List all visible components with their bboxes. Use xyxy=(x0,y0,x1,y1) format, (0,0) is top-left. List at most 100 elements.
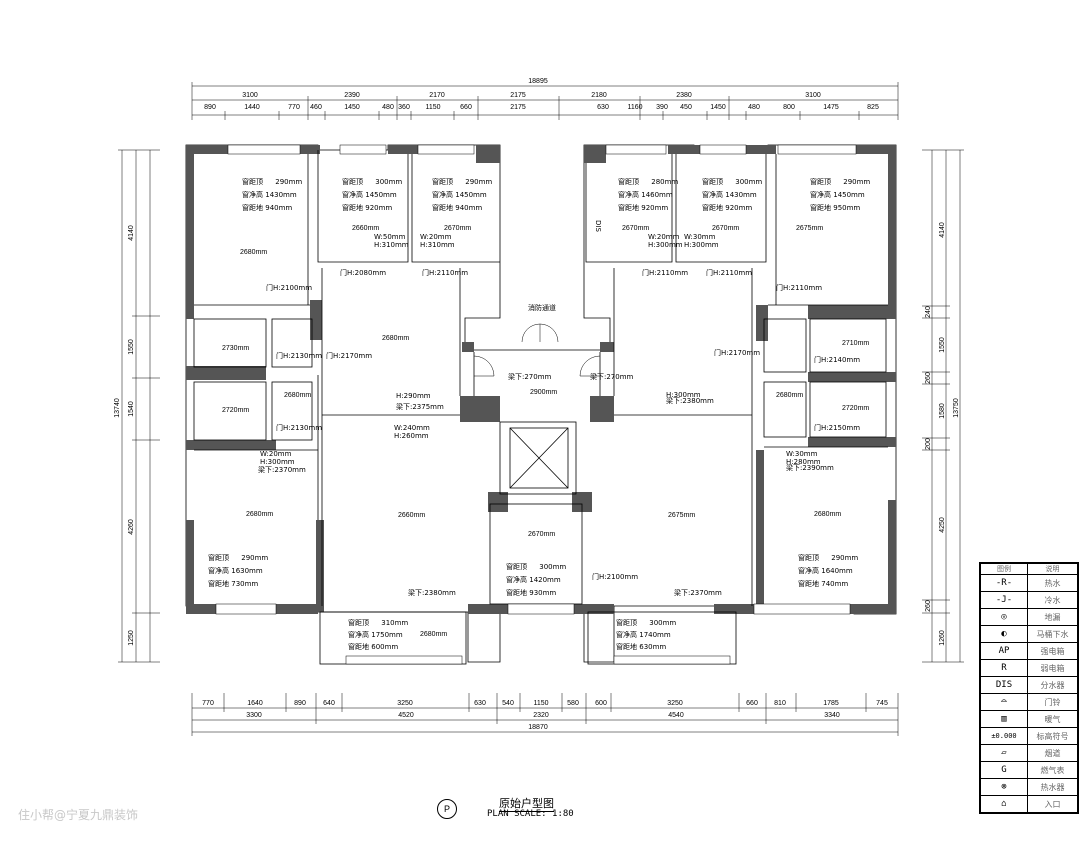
svg-text:窗净高 1450mm: 窗净高 1450mm xyxy=(810,190,865,199)
legend-text: 热水 xyxy=(1027,574,1078,592)
watermark: 住小帮@宁夏九鼎装饰 xyxy=(18,808,139,822)
gas-meter-icon: G xyxy=(980,761,1028,779)
legend-row: -R-热水 xyxy=(980,574,1078,592)
dim-bottom-inner: 3250 xyxy=(667,700,683,707)
ceiling-height: 2670mm xyxy=(528,531,555,538)
legend-row: ⌓门铃 xyxy=(980,693,1078,711)
svg-text:窗距顶 300mm: 窗距顶 300mm xyxy=(506,562,566,571)
svg-text:窗净高 1430mm: 窗净高 1430mm xyxy=(702,190,757,199)
beam-height: 梁下:270mm xyxy=(508,372,552,381)
dim-right: 1550 xyxy=(939,337,946,353)
window-notes: 窗距顶 290mm 窗净高 1430mm 窗距地 940mm 窗距顶 300mm… xyxy=(208,177,870,651)
ceiling-height: 2675mm xyxy=(796,225,823,232)
dim-bottom-inner: 1640 xyxy=(247,700,263,707)
drawing-marker: P xyxy=(437,799,457,819)
window-note-h: 窗距顶 310mm 窗净高 1750mm 窗距地 600mm xyxy=(348,618,408,651)
ceiling-height: 2670mm xyxy=(622,225,649,232)
svg-text:窗距顶 310mm: 窗距顶 310mm xyxy=(348,618,408,627)
dim-top-inner: 480 xyxy=(748,104,760,111)
dim-right: 1580 xyxy=(939,403,946,419)
dim-bottom-inner: 1785 xyxy=(823,700,839,707)
window-note-d: 窗距顶 280mm 窗净高 1460mm 窗距地 920mm xyxy=(618,177,678,212)
ceiling-height: 2720mm xyxy=(842,405,869,412)
dim-bottom-inner: 770 xyxy=(202,700,214,707)
svg-text:窗净高 1450mm: 窗净高 1450mm xyxy=(432,190,487,199)
manifold-icon: DIS xyxy=(980,676,1028,694)
dim-bottom-inner: 600 xyxy=(595,700,607,707)
radiator-icon: ▥ xyxy=(980,710,1028,728)
beam-height: 梁下:2370mm xyxy=(674,588,722,597)
window-note-g: 窗距顶 290mm 窗净高 1630mm 窗距地 730mm xyxy=(208,553,268,588)
dim-bottom-inner: 3250 xyxy=(397,700,413,707)
ceiling-heights: 2680mm 2660mm 2670mm 2680mm 2730mm 2720m… xyxy=(222,225,869,638)
dim-top-inner: 1160 xyxy=(627,104,642,111)
dim-top-inner: 390 xyxy=(656,104,668,111)
dim-top-mid: 3100 xyxy=(805,92,821,99)
ceiling-height: 2900mm xyxy=(530,389,557,396)
dim-right: 260 xyxy=(925,372,932,384)
door-height: 门H:2150mm xyxy=(814,423,860,432)
dim-top-inner: 460 xyxy=(310,104,322,111)
beam-wh: W:20mm xyxy=(420,233,452,241)
dim-bottom-inner: 810 xyxy=(774,700,786,707)
svg-text:窗净高 1430mm: 窗净高 1430mm xyxy=(242,190,297,199)
legend-text: 热水器 xyxy=(1027,778,1078,796)
dim-right: 240 xyxy=(925,306,932,318)
beam-wh: H:290mm xyxy=(396,392,431,400)
beam-height: 梁下:2370mm xyxy=(258,465,306,474)
legend-row: ▱烟道 xyxy=(980,744,1078,762)
svg-text:窗距地 930mm: 窗距地 930mm xyxy=(506,588,556,597)
beam-wh: H:300mm xyxy=(260,458,295,466)
legend-row: ◐马桶下水 xyxy=(980,625,1078,643)
svg-text:窗距地 920mm: 窗距地 920mm xyxy=(702,203,752,212)
door-height: 门H:2170mm xyxy=(714,348,760,357)
dim-left: 1540 xyxy=(128,401,135,417)
svg-text:窗净高 1740mm: 窗净高 1740mm xyxy=(616,630,671,639)
dim-bottom-inner: 890 xyxy=(294,700,306,707)
window-note-k: 窗距顶 290mm 窗净高 1640mm 窗距地 740mm xyxy=(798,553,858,588)
floor-drain-icon: ◎ xyxy=(980,608,1028,626)
beam-wh: H:310mm xyxy=(374,241,409,249)
dim-top-inner: 360 xyxy=(398,104,410,111)
right-dimensions: 13750 4140 240 1550 260 1580 200 4250 26… xyxy=(922,149,964,663)
beam-wh: W:50mm xyxy=(374,233,406,241)
dim-bottom-mid: 3340 xyxy=(824,712,840,719)
door-height: 门H:2110mm xyxy=(776,283,822,292)
beam-wh: H:300mm xyxy=(648,241,683,249)
door-height: 门H:2100mm xyxy=(592,572,638,581)
ceiling-height: 2710mm xyxy=(842,340,869,347)
ceiling-height: 2680mm xyxy=(420,631,447,638)
dim-bottom-inner: 580 xyxy=(567,700,579,707)
legend-header-symbol: 图例 xyxy=(980,563,1028,575)
legend-text: 暖气 xyxy=(1027,710,1078,728)
dim-top-inner: 1475 xyxy=(823,104,839,111)
legend-text: 门铃 xyxy=(1027,693,1078,711)
top-dimensions: 18895 3100 2390 2170 2175 2180 2380 3100… xyxy=(191,78,899,120)
window-note-i: 窗距顶 300mm 窗净高 1420mm 窗距地 930mm xyxy=(506,562,566,597)
legend-text: 标高符号 xyxy=(1027,727,1078,745)
svg-text:窗距地 920mm: 窗距地 920mm xyxy=(618,203,668,212)
svg-text:窗净高 1750mm: 窗净高 1750mm xyxy=(348,630,403,639)
ceiling-height: 2730mm xyxy=(222,345,249,352)
ceiling-height: 2680mm xyxy=(382,335,409,342)
dim-left-total: 13740 xyxy=(114,398,121,418)
door-notes: 门H:2100mm 门H:2080mm 门H:2110mm 门H:2170mm … xyxy=(266,268,860,581)
beam-wh: H:280mm xyxy=(786,458,821,466)
dim-top-mid: 2180 xyxy=(591,92,607,99)
ceiling-height: 2680mm xyxy=(240,249,267,256)
legend-row: ⊗热水器 xyxy=(980,778,1078,796)
beam-wh: W:20mm xyxy=(260,450,292,458)
door-height: 门H:2130mm xyxy=(276,351,322,360)
door-height: 门H:2170mm xyxy=(326,351,372,360)
dim-top-inner: 630 xyxy=(597,104,609,111)
window-note-e: 窗距顶 300mm 窗净高 1430mm 窗距地 920mm xyxy=(702,177,762,212)
doorbell-icon: ⌓ xyxy=(980,693,1028,711)
windows xyxy=(215,144,857,665)
elevation-mark-icon: ±0.000 xyxy=(980,727,1028,745)
dim-left: 1250 xyxy=(128,630,135,646)
bottom-dimensions: 770 1640 890 640 3250 630 540 1150 580 6… xyxy=(191,693,899,736)
low-voltage-box-icon: R xyxy=(980,659,1028,677)
